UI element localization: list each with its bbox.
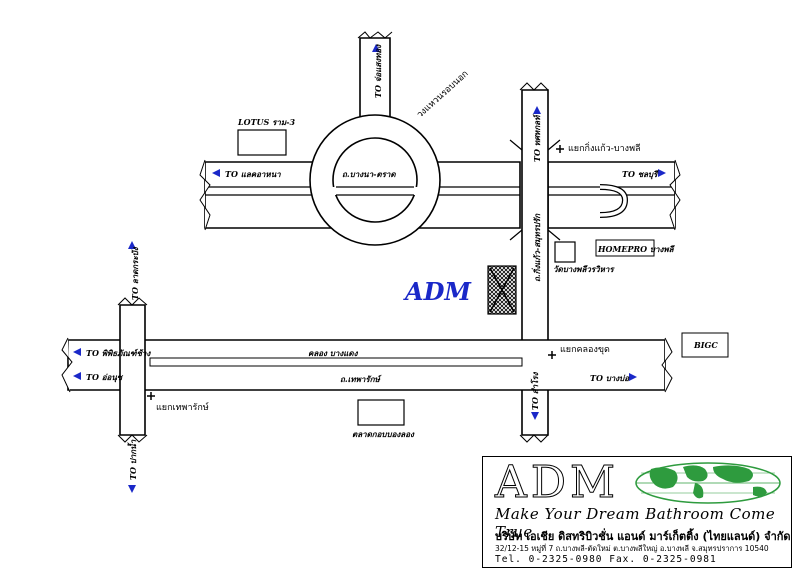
to-south-mid-label: TO สำโรง: [530, 371, 540, 410]
globe-icon: [635, 462, 781, 504]
road-bangna-trad-label: ถ.บางนา-ตราด: [342, 169, 396, 179]
adm-map-label: ADM: [403, 277, 472, 306]
company-name: บริษัท เอเชีย ดิสทริบิวชั่น แอนด์ มาร์เก…: [495, 530, 791, 543]
khlong-label: คลอง บางแดง: [308, 348, 359, 358]
to-north-left-label: TO ลาดกระบัง: [130, 246, 140, 300]
brand-logo: ADM: [494, 457, 620, 509]
to-west-low-label: TO อ่อนุช: [86, 372, 124, 383]
ring-road: [309, 31, 441, 246]
homepro-box: [595, 239, 655, 257]
road-theparak-label: ถ.เทพารักษ์: [340, 374, 382, 384]
company-phones: Tel. 0-2325-0980 Fax. 0-2325-0981: [495, 554, 717, 565]
slogan: Make Your Dream Bathroom Come True: [495, 505, 776, 541]
ring-road-label: วงแหวนรอบนอก: [415, 69, 470, 120]
bigc-label: BIGC: [693, 340, 718, 350]
bangna-trad-road: [199, 159, 681, 231]
company-address: 32/12-15 หมู่ที่ 7 ถ.บางพลี-ตัดใหม่ ต.บา…: [495, 544, 769, 553]
to-east-top-label: TO ชลบุรี: [622, 169, 659, 180]
to-west-top-label: TO แลคอาหนา: [225, 169, 281, 179]
temple-label: วัดบางพลีวรวิหาร: [553, 264, 615, 274]
junction-cross-icon: [147, 145, 564, 400]
lotus-building: [237, 129, 287, 156]
tepharak-junction-label: แยกเทพารักษ์: [156, 401, 209, 413]
direction-arrow-icon: [73, 44, 666, 493]
khlong-junction-label: แยกคลองขุด: [560, 345, 610, 355]
lotus-label: LOTUS ราม-3: [237, 117, 295, 127]
to-west-mid-label: TO พิพิธภัณฑ์ช้าง: [86, 348, 151, 358]
temple-building: [554, 241, 576, 263]
theparak-road: [61, 337, 673, 393]
homepro-label: HOMEPRO บางพลี: [597, 244, 676, 254]
company-logo-panel: ADM Make Your Dream Bathroom Come True บ…: [482, 456, 792, 568]
bottom-building: [357, 399, 405, 426]
kingkaew-junction-label: แยกกิ่งแก้ว-บางพลี: [568, 141, 641, 154]
road-kingkaew-label: ถ.กิ่งแก้ว-สมุทรปรัก: [531, 213, 543, 282]
bottom-building-label: ตลาดกอบบองลอง: [352, 429, 415, 439]
bigc-box: [681, 332, 729, 358]
to-east-low-label: TO บางบ่อ: [590, 373, 630, 383]
to-south-left-label: TO ปากน้ำ: [127, 439, 138, 480]
to-north-top-label: TO จ่อแสงทอง: [373, 44, 383, 98]
to-kingkaew-label: TO ทศหกลท์: [532, 114, 542, 162]
